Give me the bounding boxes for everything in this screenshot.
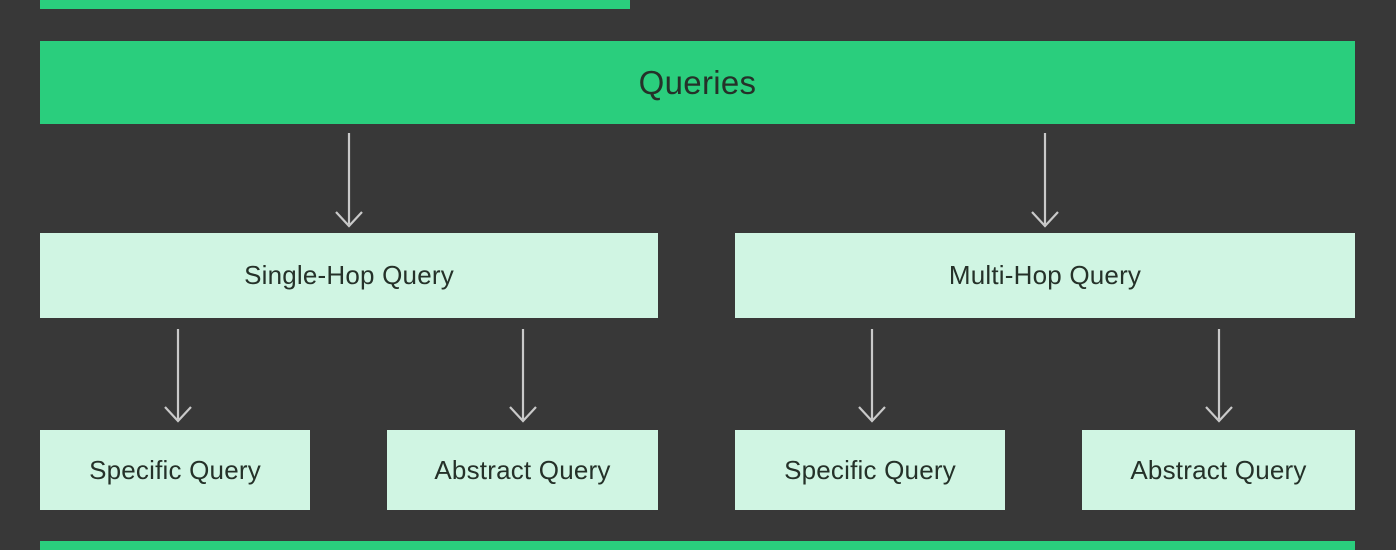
- node-queries: Queries: [40, 41, 1355, 124]
- arrow-queries-to-multi-hop-icon: [1031, 133, 1059, 228]
- node-multi-hop-query: Multi-Hop Query: [735, 233, 1355, 318]
- clipped-box-top-edge: [40, 0, 630, 9]
- node-abstract-query-left: Abstract Query: [387, 430, 658, 510]
- node-specific-query-right: Specific Query: [735, 430, 1005, 510]
- node-multi-hop-query-label: Multi-Hop Query: [948, 260, 1142, 290]
- node-specific-query-right-label: Specific Query: [784, 454, 956, 485]
- arrow-queries-to-single-hop-icon: [335, 133, 363, 228]
- arrow-single-hop-to-abstract-icon: [509, 329, 537, 423]
- node-abstract-query-right: Abstract Query: [1082, 430, 1355, 510]
- node-abstract-query-left-label: Abstract Query: [434, 454, 611, 485]
- arrow-multi-hop-to-specific-icon: [858, 329, 886, 423]
- node-single-hop-query-label: Single-Hop Query: [244, 260, 454, 290]
- node-queries-label: Queries: [638, 63, 757, 101]
- node-single-hop-query: Single-Hop Query: [40, 233, 658, 318]
- arrow-multi-hop-to-abstract-icon: [1205, 329, 1233, 423]
- clipped-box-bottom-edge: [40, 541, 1355, 550]
- node-specific-query-left: Specific Query: [40, 430, 310, 510]
- node-abstract-query-right-label: Abstract Query: [1130, 454, 1307, 485]
- node-specific-query-left-label: Specific Query: [89, 454, 261, 485]
- arrow-single-hop-to-specific-icon: [164, 329, 192, 423]
